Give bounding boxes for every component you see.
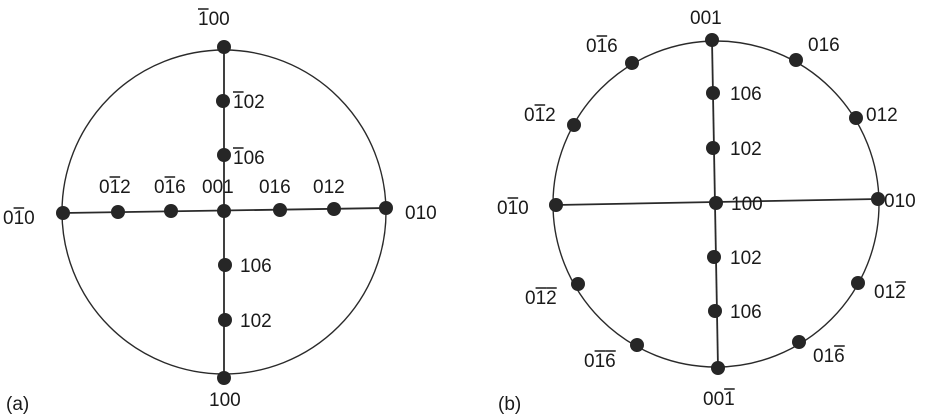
pole-label: 012 bbox=[525, 288, 557, 309]
pole-label: 012 bbox=[99, 177, 131, 198]
pole-dot bbox=[56, 206, 70, 220]
pole-label: 001 bbox=[703, 389, 735, 410]
pole-dot bbox=[217, 371, 231, 385]
pole-dot bbox=[164, 204, 178, 218]
pole-dot bbox=[849, 111, 863, 125]
pole-dot bbox=[707, 250, 721, 264]
pole-label: 106 bbox=[233, 148, 265, 169]
pole-dot bbox=[709, 196, 723, 210]
pole-label: 001 bbox=[202, 177, 234, 198]
pole-label: 016 bbox=[586, 36, 618, 57]
pole-label: 102 bbox=[730, 248, 762, 269]
pole-label: 001 bbox=[690, 8, 722, 29]
pole-dot bbox=[111, 205, 125, 219]
pole-dot bbox=[705, 33, 719, 47]
pole-label: 010 bbox=[3, 208, 35, 229]
pole-dot bbox=[851, 276, 865, 290]
pole-label: 106 bbox=[240, 256, 272, 277]
pole-dot bbox=[706, 141, 720, 155]
pole-dot bbox=[217, 40, 231, 54]
pole-dot bbox=[630, 338, 644, 352]
pole-label: 010 bbox=[884, 191, 916, 212]
pole-label: 016 bbox=[259, 177, 291, 198]
pole-label: 012 bbox=[874, 282, 906, 303]
pole-dot bbox=[711, 361, 725, 375]
pole-dot bbox=[549, 198, 563, 212]
pole-dot bbox=[218, 258, 232, 272]
pole-label: 102 bbox=[730, 139, 762, 160]
pole-label: 016 bbox=[154, 177, 186, 198]
pole-label: 100 bbox=[731, 194, 763, 215]
pole-dot bbox=[708, 304, 722, 318]
pole-label: 102 bbox=[240, 311, 272, 332]
stereographic-projection-b: 001 016 016 012 012 106 102 010 100 010 102 106 012 0… bbox=[497, 8, 916, 415]
pole-dot bbox=[567, 118, 581, 132]
pole-label: 102 bbox=[233, 92, 265, 113]
panel-caption: (b) bbox=[498, 394, 521, 415]
pole-dot bbox=[379, 201, 393, 215]
pole-dot bbox=[789, 53, 803, 67]
pole-label: 106 bbox=[730, 302, 762, 323]
pole-label: 100 bbox=[209, 390, 241, 411]
pole-label: 106 bbox=[730, 84, 762, 105]
pole-label: 010 bbox=[497, 198, 529, 219]
pole-dot bbox=[218, 313, 232, 327]
pole-label: 016 bbox=[584, 351, 616, 372]
pole-dot bbox=[792, 335, 806, 349]
pole-label: 016 bbox=[813, 346, 845, 367]
pole-label: 100 bbox=[198, 9, 230, 30]
pole-dot bbox=[327, 202, 341, 216]
pole-dot bbox=[571, 277, 585, 291]
pole-label: 010 bbox=[405, 203, 437, 224]
pole-label: 012 bbox=[313, 177, 345, 198]
pole-dot bbox=[625, 56, 639, 70]
pole-dot bbox=[273, 203, 287, 217]
pole-label: 016 bbox=[808, 35, 840, 56]
pole-label: 012 bbox=[866, 105, 898, 126]
stereographic-projection-a: 100 102 106 010 012 016 001 016 012 010 106 102 100 (… bbox=[3, 8, 437, 415]
pole-dot bbox=[871, 192, 885, 206]
panel-caption: (a) bbox=[6, 394, 29, 415]
pole-dot bbox=[217, 204, 231, 218]
pole-dot bbox=[216, 94, 230, 108]
pole-dot bbox=[706, 86, 720, 100]
pole-dot bbox=[217, 148, 231, 162]
pole-label: 012 bbox=[524, 105, 556, 126]
